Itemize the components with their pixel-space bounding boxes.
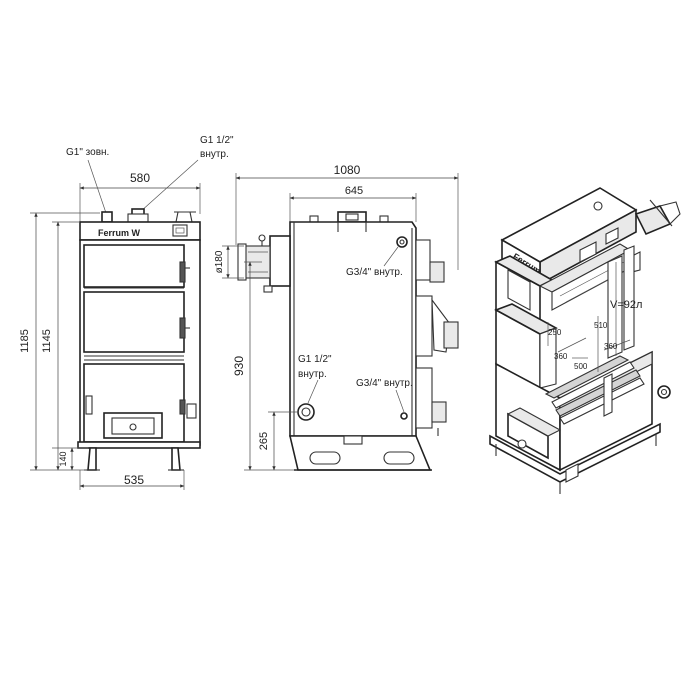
isometric-view: Ferrum [489,187,681,494]
dim-flue-diameter: ø180 [214,245,244,279]
callout-g34-bottom: G3/4" внутр. [356,378,413,413]
callout-g1-half-front: G1 1/2" внутр. [139,135,234,213]
dim-side-depth-total: 1080 [235,163,459,270]
iso-dim-360-upper-label: 360 [554,352,568,361]
dim-bottom-outlet-height: 265 [258,411,276,471]
side-depth-body-label: 645 [345,185,363,197]
dim-side-depth-body: 645 [289,185,417,222]
g1-half-side-line2: внутр. [298,369,327,380]
side-door-hardware [415,239,459,436]
front-height-total-label: 1185 [19,329,31,353]
front-top-width-label: 580 [130,171,150,185]
iso-volume: V=92л [610,299,642,311]
front-bottom-width-label: 535 [124,473,144,487]
front-height-body-label: 1145 [41,329,53,353]
iso-dim-250: 250 [547,322,562,346]
bottom-outlet-height-label: 265 [258,432,270,450]
g1-outer-label: G1" зовн. [66,147,109,158]
callout-g34-top: G3/4" внутр. [346,246,403,278]
g34-bottom-label: G3/4" внутр. [356,378,413,389]
g1-half-front-line2: внутр. [200,149,229,160]
iso-dim-250-label: 250 [548,328,562,337]
callout-g1-half-side: G1 1/2" внутр. [298,354,332,404]
front-leg-height-label: 140 [58,451,68,466]
dim-front-bottom-width: 535 [79,470,185,490]
flue-diameter-label: ø180 [214,250,225,273]
dim-front-top-width: 580 [79,171,201,222]
g1-half-side-line1: G1 1/2" [298,354,332,365]
dim-flue-height: 930 [232,261,252,471]
flue-height-label: 930 [232,356,246,376]
iso-dim-360-right-label: 360 [604,342,618,351]
iso-dim-360-right: 360 [603,339,631,351]
iso-dim-510: 510 [594,316,608,372]
front-logo: Ferrum W [98,228,141,238]
iso-volume-label: V=92л [610,299,642,311]
iso-dim-500-label: 500 [574,362,588,371]
iso-dim-510-label: 510 [594,321,608,330]
callout-g1-outer: G1" зовн. [66,147,109,214]
iso-dim-500: 500 [572,357,588,371]
side-depth-total-label: 1080 [334,163,361,177]
dim-front-height-body: 1145 [41,221,60,471]
front-view: 580 G1" зовн. G1 1/2" внутр. Ferrum W [19,135,234,490]
iso-dim-360-upper: 360 [554,337,587,361]
g1-half-front-line1: G1 1/2" [200,135,234,146]
dim-front-leg-height: 140 [58,447,74,471]
g34-top-label: G3/4" внутр. [346,267,403,278]
dim-front-height-total: 1185 [19,212,38,471]
side-view: 1080 645 ø180 [214,163,459,471]
iso-grate [544,355,645,425]
